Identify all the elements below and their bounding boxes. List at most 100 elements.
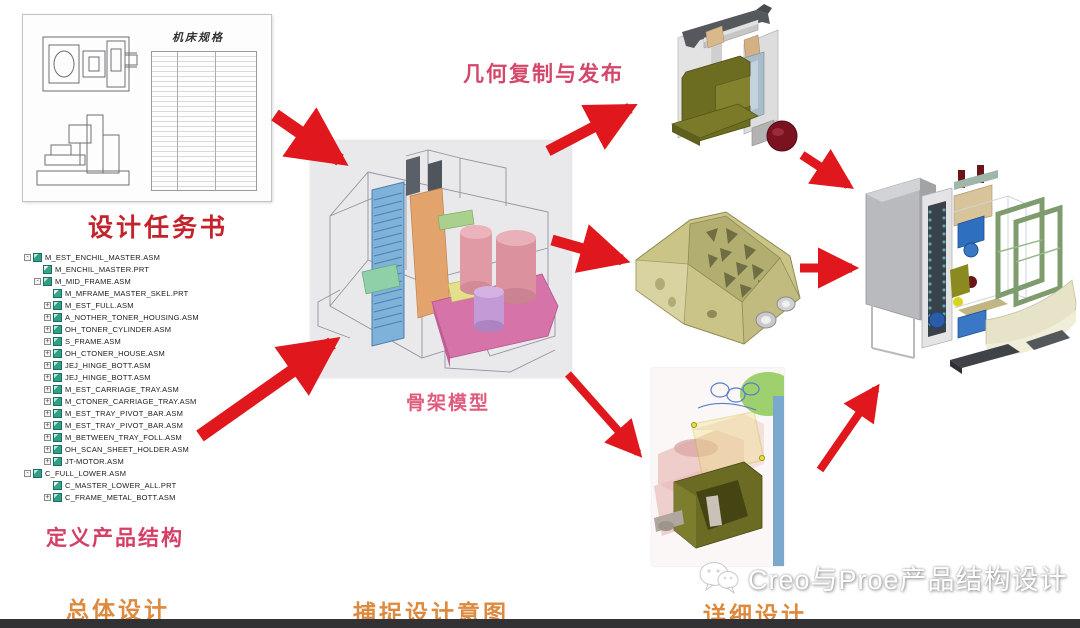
tree-expand-icon: + <box>44 349 51 357</box>
assembly-icon <box>33 252 42 262</box>
tree-item: M_MFRAME_MASTER_SKEL.PRT <box>24 287 254 299</box>
tree-item: + A_NOTHER_TONER_HOUSING.ASM <box>24 311 254 323</box>
watermark-text: Creo与Proe产品结构设计 <box>748 565 1068 595</box>
tree-expand-icon: + <box>44 361 51 369</box>
assembly-icon <box>53 432 62 442</box>
fixture-subassembly-image <box>670 4 798 152</box>
tree-expand-icon: + <box>44 421 51 429</box>
tree-item: +M_CTONER_CARRIAGE_TRAY.ASM <box>24 395 254 407</box>
tree-item-label: S_FRAME.ASM <box>65 336 121 346</box>
tree-expand-icon: + <box>44 493 51 501</box>
detail-design-image <box>652 368 784 566</box>
tree-item-label: M_MFRAME_MASTER_SKEL.PRT <box>65 288 189 298</box>
assembly-icon <box>53 444 62 454</box>
full-machine-assembly-image <box>865 165 1077 374</box>
tree-item: + M_EST_CARRIAGE_TRAY.ASM <box>24 383 254 395</box>
tree-collapse-icon: - <box>34 277 41 285</box>
tree-item-label: JEJ_HINGE_BOTT.ASM <box>65 360 151 370</box>
tree-expand-icon: + <box>44 433 51 441</box>
tree-item-label: M_CTONER_CARRIAGE_TRAY.ASM <box>65 396 197 406</box>
tree-item-label: M_MID_FRAME.ASM <box>55 276 131 286</box>
tree-item-label: C_FULL_LOWER.ASM <box>45 468 127 478</box>
tree-expand-icon: + <box>44 313 51 321</box>
label-define-structure: 定义产品结构 <box>46 527 184 550</box>
tree-item-label: M_EST_CARRIAGE_TRAY.ASM <box>65 384 179 394</box>
assembly-icon <box>53 420 62 430</box>
tree-expand-icon: + <box>44 373 51 381</box>
assembly-icon <box>53 360 62 370</box>
tree-collapse-icon: - <box>24 469 31 477</box>
tree-item: + OH_CTONER_HOUSE.ASM <box>24 347 254 359</box>
tree-item: + M_EST_TRAY_PIVOT_BAR.ASM <box>24 419 254 431</box>
assembly-icon <box>33 468 42 478</box>
tree-item: + JT-MOTOR.ASM <box>24 455 254 467</box>
label-skeleton-model: 骨架模型 <box>406 393 491 414</box>
tree-item-label: OH_SCAN_SHEET_HOLDER.ASM <box>65 444 189 454</box>
tree-item: + OH_TONER_CYLINDER.ASM <box>24 323 254 335</box>
tree-item-label: A_NOTHER_TONER_HOUSING.ASM <box>65 312 199 322</box>
tree-item-label: M_EST_ENCHIL_MASTER.ASM <box>45 252 161 262</box>
part-icon <box>53 480 62 490</box>
tree-item: + JEJ_HINGE_BOTT.ASM <box>24 371 254 383</box>
assembly-icon <box>53 492 62 502</box>
tree-item-label: M_EST_TRAY_PIVOT_BAR.ASM <box>65 408 184 418</box>
arrow-skeleton-to-detail <box>565 371 643 458</box>
assembly-icon <box>53 396 62 406</box>
tree-item-label: C_MASTER_LOWER_ALL.PRT <box>65 480 177 490</box>
wechat-logo-icon <box>699 561 739 594</box>
tree-expand-icon: + <box>44 409 51 417</box>
drawing-title: 机床规格 <box>172 32 224 44</box>
tree-item-label: C_FRAME_METAL_BOTT.ASM <box>65 492 176 502</box>
tree-item: C_MASTER_LOWER_ALL.PRT <box>24 479 254 491</box>
tree-item: + OH_SCAN_SHEET_HOLDER.ASM <box>24 443 254 455</box>
tree-item-label: M_EST_FULL.ASM <box>65 300 134 310</box>
skeleton-model-image <box>310 140 572 378</box>
tree-item: - M_EST_ENCHIL_MASTER.ASM <box>24 251 254 263</box>
part-icon <box>43 264 52 274</box>
tree-item-label: JT-MOTOR.ASM <box>65 456 124 466</box>
tree-item-label: M_ENCHIL_MASTER.PRT <box>55 264 150 274</box>
tree-expand-icon: + <box>44 457 51 465</box>
tree-item-label: OH_TONER_CYLINDER.ASM <box>65 324 172 334</box>
assembly-icon <box>53 324 62 334</box>
assembly-icon <box>53 348 62 358</box>
tree-item: + M_BETWEEN_TRAY_FOLL.ASM <box>24 431 254 443</box>
tree-item-label: M_BETWEEN_TRAY_FOLL.ASM <box>65 432 182 442</box>
tree-expand-icon: + <box>44 445 51 453</box>
bottom-bar <box>0 619 1080 628</box>
stage-label-overall-design: 总体设计 <box>66 597 170 623</box>
assembly-icon <box>53 372 62 382</box>
machine-top-view-drawing <box>42 36 138 92</box>
assembly-icon <box>53 300 62 310</box>
arrow-fixture-to-assembly <box>799 148 855 189</box>
assembly-icon <box>53 408 62 418</box>
assembly-icon <box>53 312 62 322</box>
tree-item: + C_FRAME_METAL_BOTT.ASM <box>24 491 254 503</box>
tree-expand-icon: + <box>44 301 51 309</box>
tree-item: + JEJ_HINGE_BOTT.ASM <box>24 359 254 371</box>
model-tree: - M_EST_ENCHIL_MASTER.ASM M_ENCHIL_MASTER.… <box>24 251 254 503</box>
machine-front-view-drawing <box>36 114 130 186</box>
tree-expand-icon: + <box>44 337 51 345</box>
spec-table <box>151 51 257 191</box>
design-task-sheet: 机床规格 <box>22 14 272 202</box>
label-geometry-publish: 几何复制与发布 <box>463 63 624 86</box>
label-design-task: 设计任务书 <box>88 214 229 242</box>
tree-item-label: JEJ_HINGE_BOTT.ASM <box>65 372 151 382</box>
tree-item-label: OH_CTONER_HOUSE.ASM <box>65 348 165 358</box>
tree-item: + M_EST_TRAY_PIVOT_BAR.ASM <box>24 407 254 419</box>
assembly-icon <box>43 276 52 286</box>
frame-casting-image <box>635 211 801 345</box>
assembly-icon <box>53 456 62 466</box>
tree-expand-icon: + <box>44 325 51 333</box>
tree-item: + S_FRAME.ASM <box>24 335 254 347</box>
tree-item: - M_MID_FRAME.ASM <box>24 275 254 287</box>
tree-collapse-icon: - <box>24 253 31 261</box>
tree-item-label: M_EST_TRAY_PIVOT_BAR.ASM <box>65 420 184 430</box>
watermark: Creo与Proe产品结构设计 <box>698 558 1068 597</box>
tree-item: M_ENCHIL_MASTER.PRT <box>24 263 254 275</box>
tree-expand-icon: + <box>44 385 51 393</box>
assembly-icon <box>53 336 62 346</box>
tree-item: + M_EST_FULL.ASM <box>24 299 254 311</box>
